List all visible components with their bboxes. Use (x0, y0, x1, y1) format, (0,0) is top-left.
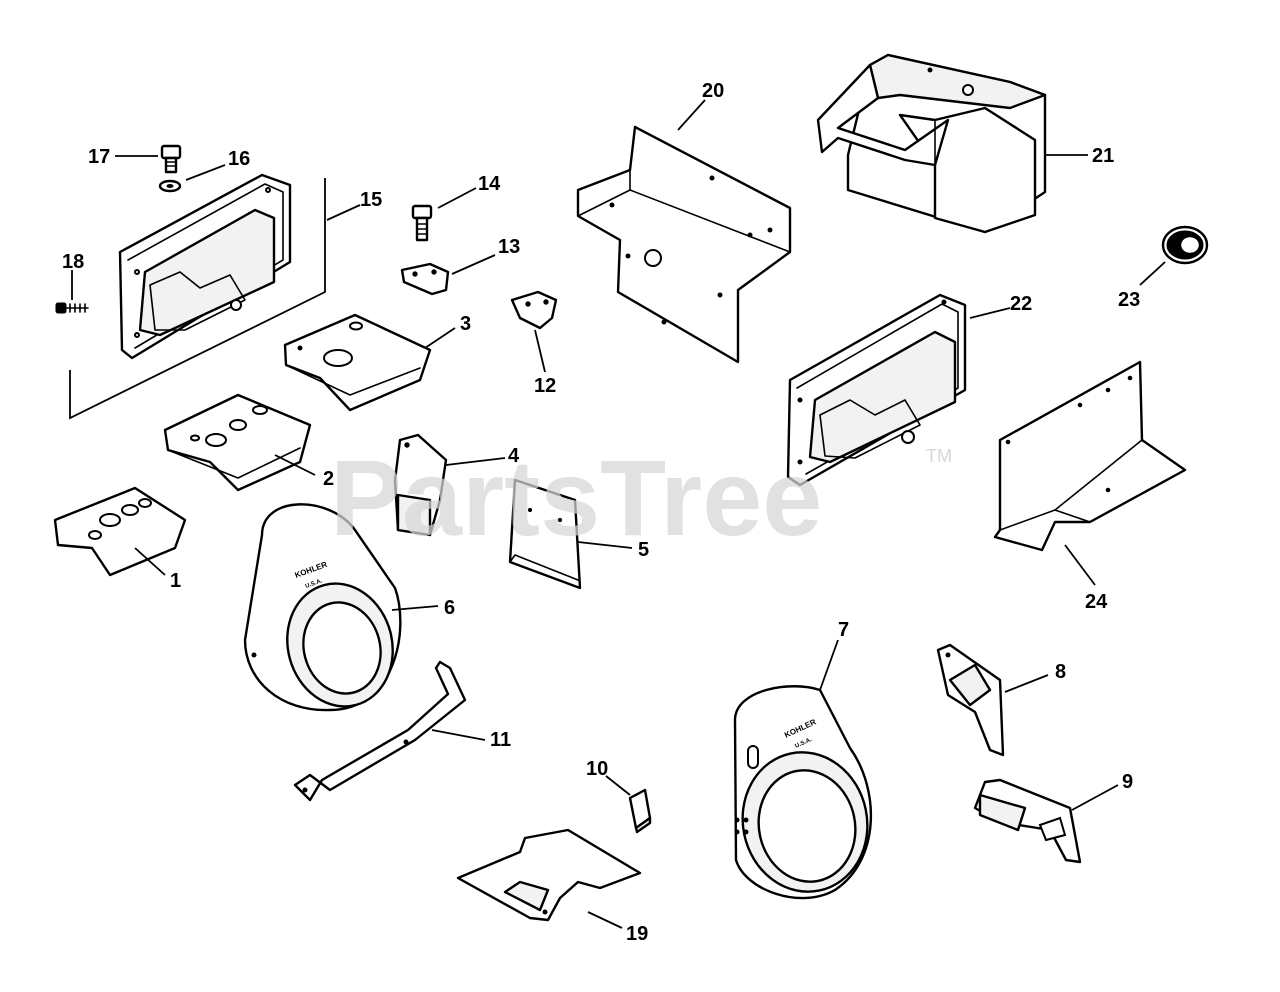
callout-19: 19 (626, 923, 648, 945)
callout-16: 16 (228, 148, 250, 170)
part-11-rod-bracket[interactable] (293, 660, 467, 802)
part-20-panel[interactable] (576, 125, 792, 364)
leader-lines (71, 99, 1166, 929)
part-18-screw[interactable] (55, 302, 89, 314)
callout-17: 17 (88, 146, 110, 168)
callout-24: 24 (1085, 591, 1108, 613)
callout-14: 14 (478, 173, 501, 195)
part-14-bolt[interactable] (411, 204, 433, 242)
callout-labels: 1 2 3 4 5 6 7 8 9 10 11 12 13 14 15 16 1… (62, 80, 1140, 945)
part-4-bracket[interactable] (393, 433, 448, 537)
part-7-blower-housing[interactable]: KOHLER U.S.A. (730, 685, 880, 903)
callout-21: 21 (1092, 145, 1114, 167)
callout-20: 20 (702, 80, 724, 102)
part-6-brand-sub-label: U.S.A. (305, 578, 324, 590)
callout-5: 5 (638, 539, 649, 561)
callout-10: 10 (586, 758, 608, 780)
part-1-shroud-plate[interactable] (53, 486, 187, 577)
callout-11: 11 (490, 729, 511, 751)
callout-22: 22 (1010, 293, 1032, 315)
part-8-bracket[interactable] (936, 643, 1005, 757)
callout-1: 1 (170, 570, 181, 592)
part-9-bracket[interactable] (973, 778, 1082, 864)
part-12-clip[interactable] (510, 290, 558, 330)
callout-7: 7 (838, 619, 849, 641)
part-6-blower-housing[interactable]: KOHLER U.S.A. (243, 503, 406, 718)
callout-18: 18 (62, 251, 84, 273)
part-15-baffle-frame[interactable] (118, 173, 292, 360)
part-3-shroud-plate[interactable] (283, 313, 432, 412)
part-24-panel[interactable] (993, 360, 1187, 552)
callout-8: 8 (1055, 661, 1066, 683)
part-22-baffle-frame[interactable] (786, 293, 967, 487)
watermark: PartsTree TM (330, 437, 952, 558)
part-16-washer[interactable] (158, 179, 182, 193)
part-10-block[interactable] (628, 788, 652, 834)
callout-12: 12 (534, 375, 556, 397)
part-5-plate[interactable] (508, 478, 582, 590)
part-15-group-bracket (69, 178, 326, 420)
part-23-grommet[interactable] (1161, 225, 1209, 265)
callout-9: 9 (1122, 771, 1133, 793)
part-21-shroud-box[interactable] (816, 53, 1047, 234)
callout-15: 15 (360, 189, 382, 211)
callout-4: 4 (508, 445, 520, 467)
part-2-shroud-plate[interactable] (163, 393, 312, 492)
part-13-bracket[interactable] (400, 262, 450, 296)
callout-2: 2 (323, 468, 334, 490)
part-19-bracket[interactable] (456, 828, 642, 922)
callout-13: 13 (498, 236, 520, 258)
callout-6: 6 (444, 597, 455, 619)
callout-23: 23 (1118, 289, 1140, 311)
watermark-trademark: TM (926, 446, 952, 466)
part-17-bolt[interactable] (160, 144, 182, 174)
callout-3: 3 (460, 313, 471, 335)
watermark-text: PartsTree (330, 437, 822, 558)
